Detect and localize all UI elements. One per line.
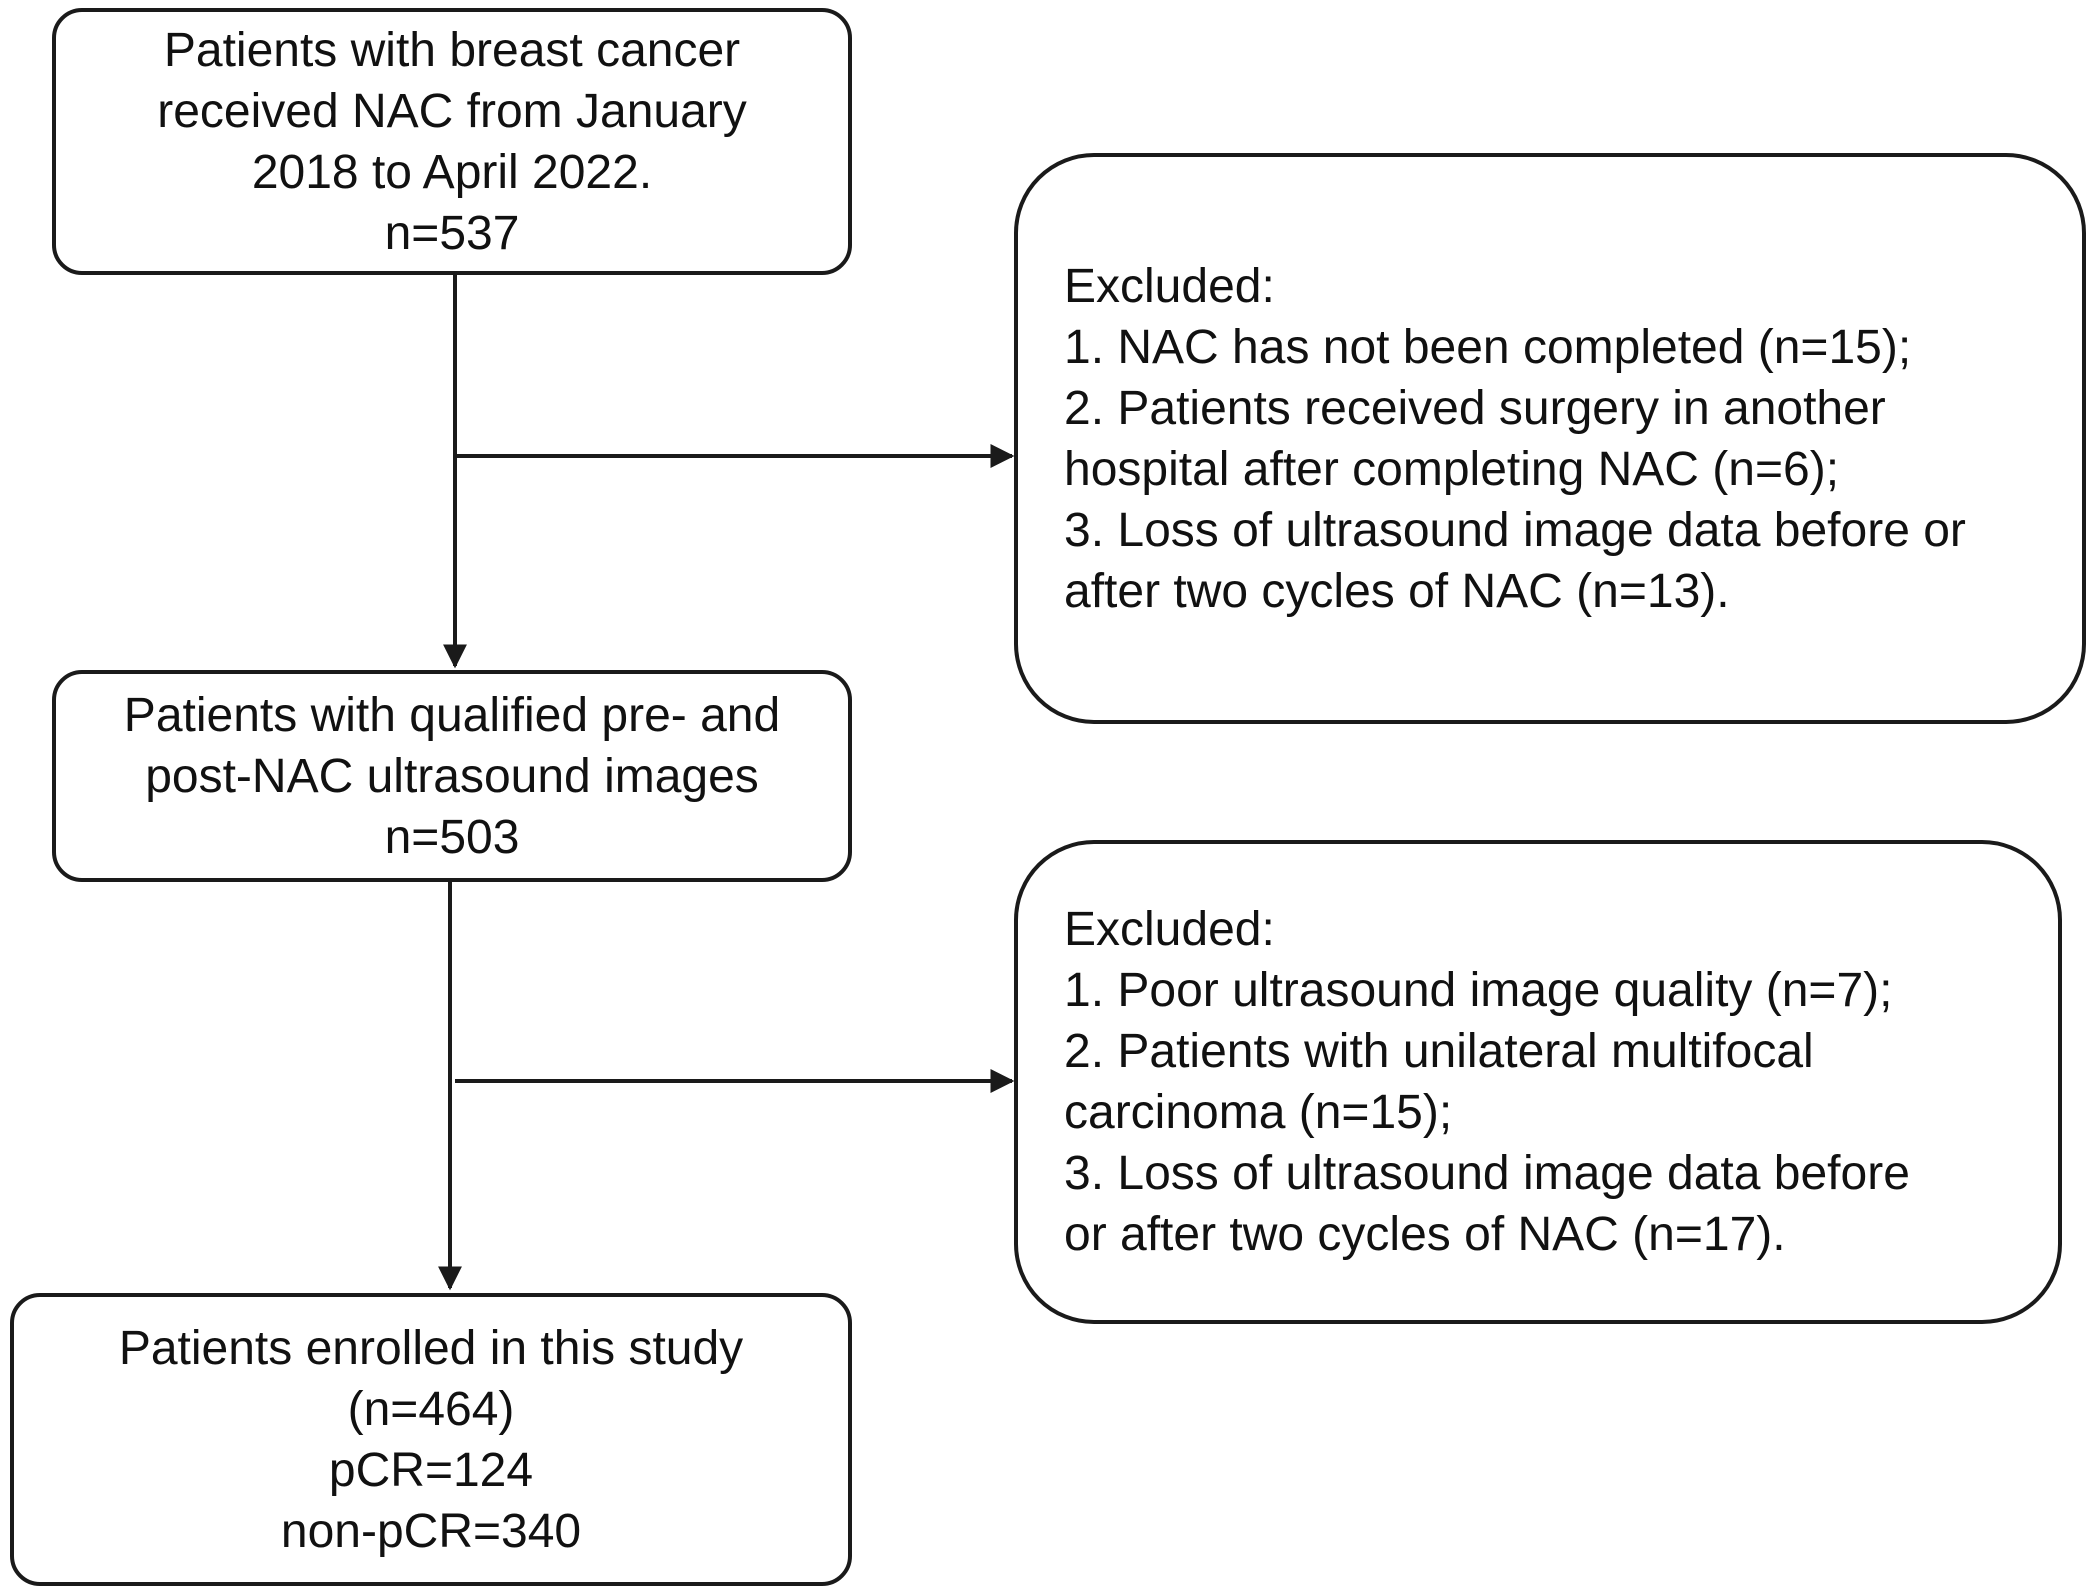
- box-excluded-second: Excluded: 1. Poor ultrasound image quali…: [1014, 840, 2062, 1324]
- excluded1-line: 1. NAC has not been completed (n=15);: [1064, 320, 1912, 374]
- excluded2-line: 1. Poor ultrasound image quality (n=7);: [1064, 964, 1893, 1017]
- excluded2-line: 3. Loss of ultrasound image data before: [1064, 1147, 1910, 1200]
- box2-line: n=503: [384, 810, 520, 864]
- box1-line: n=537: [384, 206, 520, 260]
- box3-line: (n=464): [347, 1382, 515, 1436]
- box2-line: post-NAC ultrasound images: [145, 749, 759, 803]
- box3-line: non-pCR=340: [280, 1504, 582, 1558]
- excluded1-line: hospital after completing NAC (n=6);: [1064, 442, 1840, 496]
- excluded2-line: Excluded:: [1064, 903, 1275, 956]
- box1-line: Patients with breast cancer: [163, 23, 741, 77]
- excluded2-line: or after two cycles of NAC (n=17).: [1064, 1208, 1786, 1261]
- box3-line: Patients enrolled in this study: [118, 1321, 744, 1375]
- excluded1-line: 3. Loss of ultrasound image data before …: [1064, 503, 1966, 557]
- box1-line: 2018 to April 2022.: [251, 145, 653, 199]
- excluded1-line: 2. Patients received surgery in another: [1064, 381, 1886, 435]
- box1-line: received NAC from January: [157, 84, 747, 138]
- box3-line: pCR=124: [328, 1443, 534, 1497]
- box-qualified-patients: Patients with qualified pre- and post-NA…: [52, 670, 852, 882]
- excluded2-line: carcinoma (n=15);: [1064, 1086, 1453, 1139]
- box-initial-patients: Patients with breast cancer received NAC…: [52, 8, 852, 275]
- excluded1-line: after two cycles of NAC (n=13).: [1064, 564, 1730, 618]
- box2-line: Patients with qualified pre- and: [123, 688, 781, 742]
- box-excluded-first: Excluded: 1. NAC has not been completed …: [1014, 153, 2086, 724]
- excluded1-line: Excluded:: [1064, 259, 1275, 313]
- box-enrolled-patients: Patients enrolled in this study (n=464) …: [10, 1293, 852, 1586]
- excluded2-line: 2. Patients with unilateral multifocal: [1064, 1025, 1814, 1078]
